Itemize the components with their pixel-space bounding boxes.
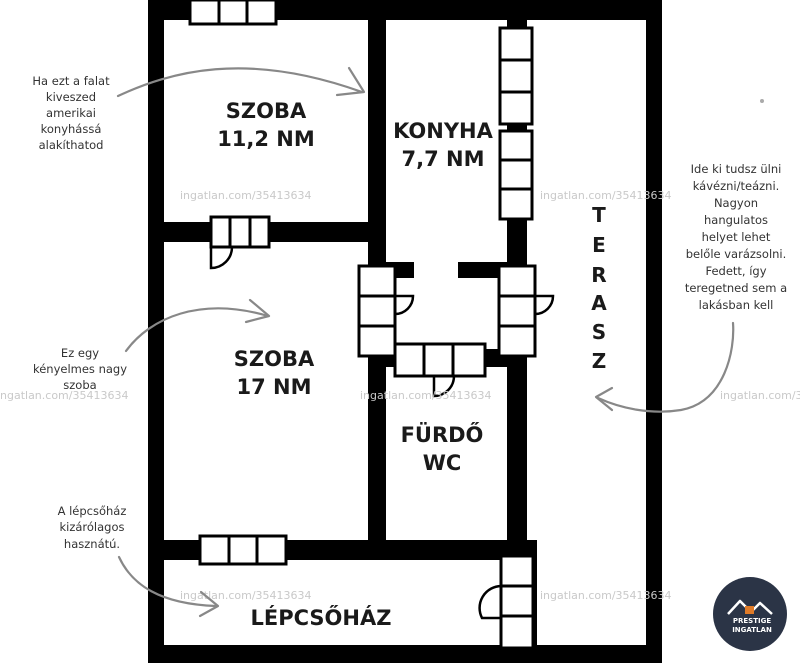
annotation-terrace-note: Ide ki tudsz ülni kávézni/teázni. Nagyon…: [685, 162, 787, 312]
logo-text-line1: PRESTIGE: [733, 617, 771, 625]
door-lepcsohaz: [478, 554, 535, 650]
room-konyha-name: KONYHA: [393, 119, 494, 143]
door-szoba-kitchen: [357, 264, 415, 358]
stray-dot: [760, 99, 764, 103]
note-line: Ez egy: [61, 346, 99, 360]
terasz-letter: E: [592, 233, 606, 257]
room-szoba-small-name: SZOBA: [226, 99, 307, 123]
wall-kitchen-stub-right: [458, 262, 507, 278]
prestige-logo: PRESTIGE INGATLAN: [713, 577, 787, 651]
note-line: helyet lehet: [702, 230, 771, 244]
logo-text-line2: INGATLAN: [732, 626, 772, 634]
note-line: teregetned sem a: [685, 281, 787, 295]
arrow-to-szoba: [124, 298, 271, 353]
note-line: Ide ki tudsz ülni: [691, 162, 782, 176]
note-line: hangulatos: [704, 213, 768, 227]
arrow-to-lepcsohaz: [117, 555, 220, 618]
window-kitchen-lower: [498, 129, 534, 221]
watermark: ingatlan.com/35413634: [540, 189, 672, 202]
note-line: A lépcsőház: [58, 504, 127, 518]
room-lepcsohaz-name: LÉPCSŐHÁZ: [251, 605, 392, 630]
house-accent: [745, 606, 754, 614]
note-line: hasznátú.: [64, 537, 120, 551]
arrows: [116, 66, 735, 618]
note-line: amerikai: [46, 106, 96, 120]
door-kitchen-terasz: [497, 264, 555, 358]
note-line: Ha ezt a falat: [32, 74, 110, 88]
arrow-to-terasz: [594, 321, 735, 413]
note-line: konyhássá: [41, 122, 102, 136]
room-szoba-large-area: 17 NM: [236, 375, 311, 399]
watermark: ngatlan.com/35413634: [0, 389, 128, 402]
room-labels: SZOBA 11,2 NM KONYHA 7,7 NM SZOBA 17 NM …: [217, 99, 607, 630]
watermarks: ingatlan.com/35413634 ingatlan.com/35413…: [0, 189, 800, 602]
note-line: Fedett, így: [705, 264, 766, 278]
arrow-to-wall: [116, 66, 366, 98]
watermark: ingatlan.com/35413634: [720, 389, 800, 402]
note-line: kiveszed: [46, 90, 96, 104]
annotation-room-note: Ez egy kényelmes nagy szoba: [33, 346, 127, 392]
annotation-wall-note: Ha ezt a falat kiveszed amerikai konyhás…: [32, 74, 110, 152]
room-szoba-small-area: 11,2 NM: [217, 127, 315, 151]
note-line: szoba: [63, 378, 96, 392]
terasz-letter: A: [591, 291, 607, 315]
note-line: lakásban kell: [699, 298, 774, 312]
window-lower-szoba: [198, 534, 288, 566]
terasz-letter: S: [592, 320, 606, 344]
note-line: Nagyon: [714, 196, 758, 210]
room-furdo-area: WC: [423, 451, 462, 475]
outer-wall-right: [646, 0, 662, 663]
watermark: ingatlan.com/35413634: [360, 389, 492, 402]
window-kitchen-upper: [498, 26, 534, 126]
note-line: belőle varázsolni.: [686, 247, 787, 261]
windows: [188, 0, 534, 566]
room-szoba-large-name: SZOBA: [234, 347, 315, 371]
note-line: alakíthatod: [39, 138, 104, 152]
watermark: ingatlan.com/35413634: [180, 589, 312, 602]
room-konyha-area: 7,7 NM: [402, 147, 485, 171]
room-furdo-name: FÜRDŐ: [401, 422, 484, 447]
doors: [209, 215, 555, 650]
terasz-letter: T: [592, 203, 606, 227]
door-furdo: [393, 342, 487, 398]
outer-wall-left: [148, 0, 164, 663]
door-szoba-szoba: [209, 215, 271, 270]
outer-wall-bottom: [148, 645, 662, 663]
watermark: ingatlan.com/35413634: [540, 589, 672, 602]
watermark: ingatlan.com/35413634: [180, 189, 312, 202]
terasz-letter: R: [591, 263, 606, 287]
note-line: kényelmes nagy: [33, 362, 127, 376]
terasz-letter: Z: [592, 349, 607, 373]
note-line: kizárólagos: [59, 520, 124, 534]
note-line: kávézni/teázni.: [693, 179, 780, 193]
window-top-szoba: [188, 0, 278, 26]
annotation-stair-note: A lépcsőház kizárólagos hasznátú.: [58, 504, 127, 551]
